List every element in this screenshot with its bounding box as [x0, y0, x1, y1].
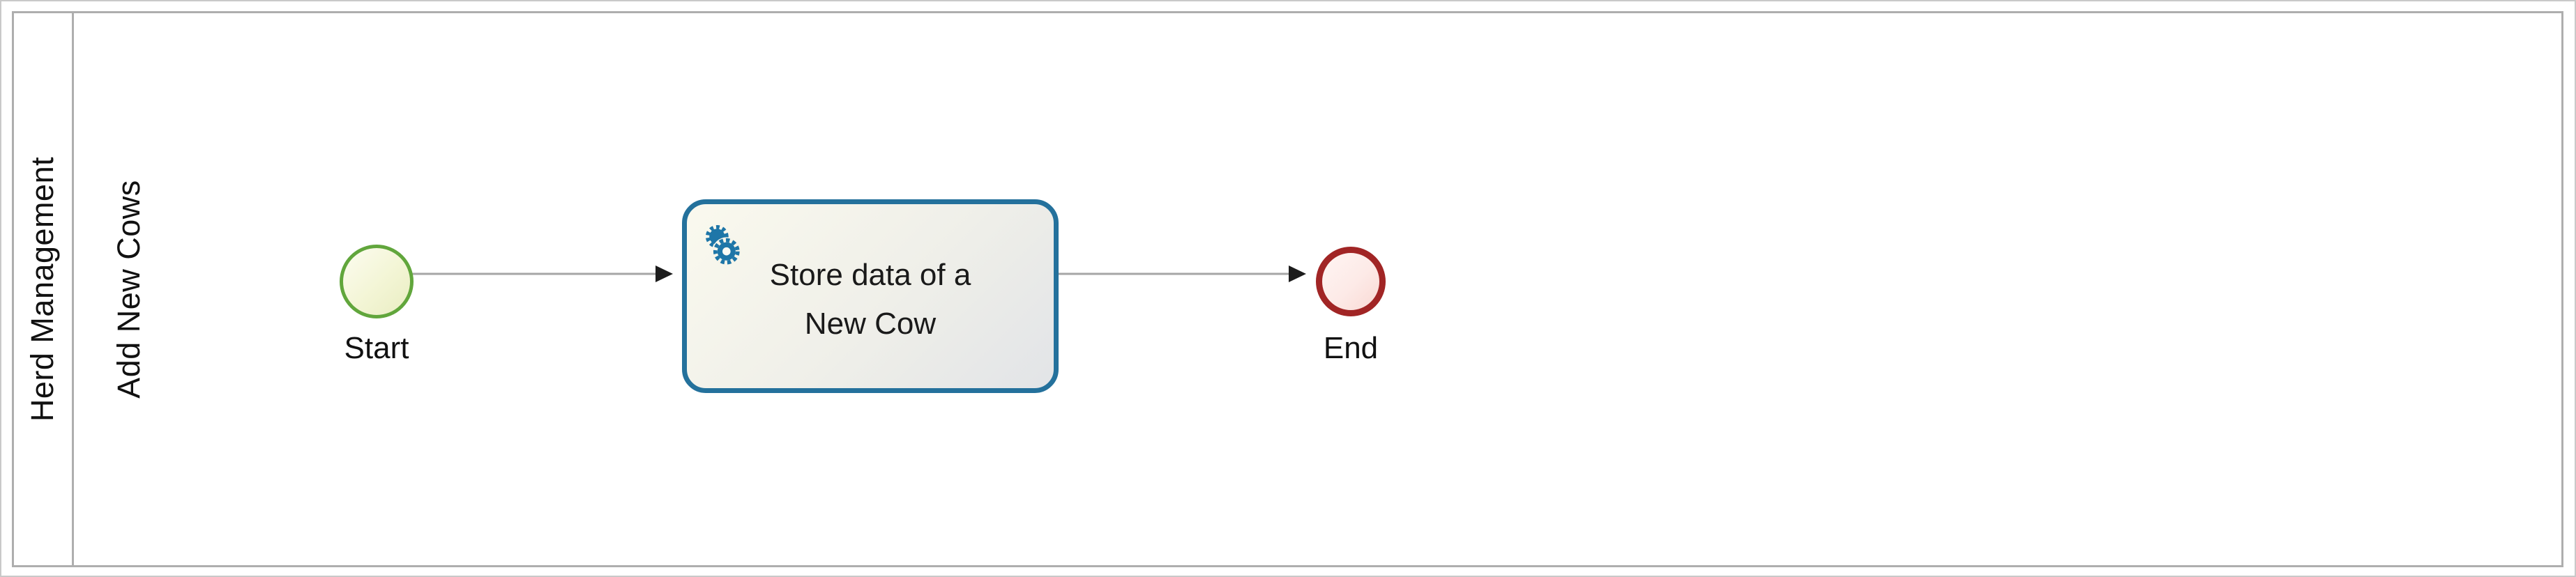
task-label: Store data of a New Cow — [770, 251, 971, 349]
sequence-flow-task-to-end[interactable] — [1051, 266, 1306, 282]
task-label-line1: Store data of a — [769, 257, 971, 292]
sequence-flow-arrowhead — [656, 266, 673, 282]
sequence-flow-start-to-task[interactable] — [406, 266, 673, 282]
pool-header[interactable]: Herd Management — [14, 13, 74, 565]
connections-layer — [406, 266, 1306, 282]
task-label-line2: New Cow — [804, 307, 937, 341]
gears-icon — [705, 225, 741, 266]
end-event-label: End — [1323, 331, 1379, 365]
end-event[interactable] — [1316, 247, 1386, 316]
sequence-flow-arrowhead — [1289, 266, 1306, 282]
service-task-store-data[interactable]: Store data of a New Cow — [682, 199, 1059, 393]
start-event-label: Start — [344, 331, 409, 365]
start-event[interactable] — [340, 245, 414, 318]
pool-herd-management[interactable]: Herd Management Add New Cows Start — [12, 11, 2563, 567]
